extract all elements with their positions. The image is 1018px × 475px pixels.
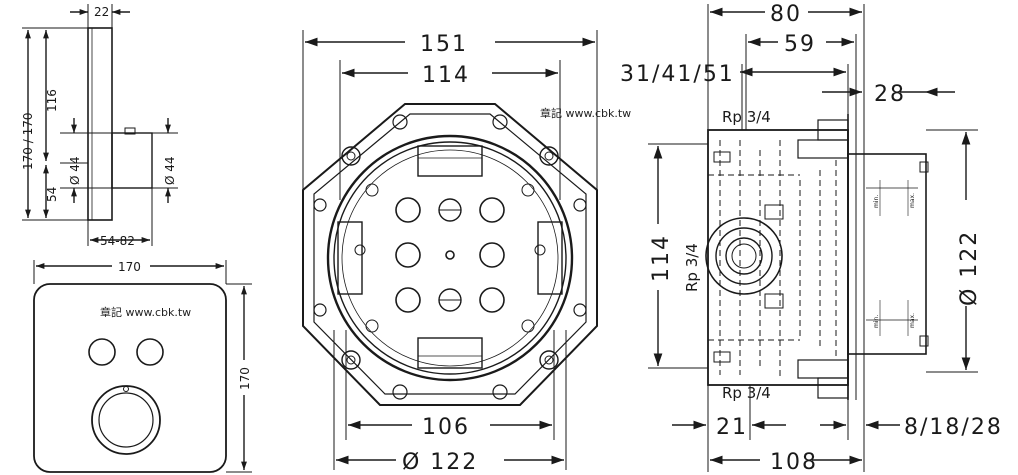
dim-knob-dia-left: Ø 44 bbox=[68, 156, 82, 185]
rp-top: Rp 3/4 bbox=[722, 108, 771, 126]
dim-range-54-82: 54-82 bbox=[100, 234, 135, 248]
left-plate bbox=[337, 221, 363, 295]
dim-108: 108 bbox=[770, 450, 818, 475]
dim-80: 80 bbox=[770, 2, 802, 27]
top-plate bbox=[417, 145, 483, 177]
dim-inner-114: 114 bbox=[422, 63, 470, 88]
control-knob bbox=[91, 385, 161, 455]
max-label-top: max. bbox=[909, 193, 916, 208]
octagon-frame bbox=[302, 103, 598, 406]
button-left bbox=[88, 338, 116, 366]
dim-diameter-122: Ø 122 bbox=[402, 450, 478, 475]
dim-knob-dia-right: Ø 44 bbox=[163, 156, 177, 185]
side-knob bbox=[111, 132, 153, 189]
dim-height-side: 170 / 170 bbox=[21, 113, 35, 170]
dim-outer-151: 151 bbox=[420, 32, 468, 57]
port-left bbox=[705, 217, 783, 295]
right-plate bbox=[537, 221, 563, 295]
rp-mid: Rp 3/4 bbox=[683, 243, 701, 292]
dim-height-170: 170 bbox=[238, 367, 252, 390]
button-right bbox=[136, 338, 164, 366]
cover-plate bbox=[33, 283, 227, 473]
dim-122: Ø 122 bbox=[957, 230, 982, 306]
rp-bottom: Rp 3/4 bbox=[722, 384, 771, 402]
dim-depth-22: 22 bbox=[94, 5, 109, 19]
min-label-bottom: min. bbox=[873, 315, 880, 328]
dim-59: 59 bbox=[784, 32, 816, 57]
bottom-plate bbox=[417, 337, 483, 369]
section-view bbox=[648, 4, 978, 472]
mounting-ring bbox=[326, 134, 574, 382]
side-panel bbox=[87, 27, 113, 221]
dim-bottom-106: 106 bbox=[422, 415, 470, 440]
dim-lower-54: 54 bbox=[45, 187, 59, 202]
front-view bbox=[33, 260, 252, 473]
dim-31-41-51: 31/41/51 bbox=[620, 62, 735, 87]
body-view bbox=[302, 30, 598, 470]
max-label-bottom: max. bbox=[909, 313, 916, 328]
watermark-top: 章記 www.cbk.tw bbox=[540, 106, 631, 120]
dim-8-18-28: 8/18/28 bbox=[904, 415, 1003, 440]
watermark-bottom: 章記 www.cbk.tw bbox=[100, 305, 191, 319]
min-label-top: min. bbox=[873, 195, 880, 208]
dim-width-170: 170 bbox=[118, 260, 141, 274]
dim-114: 114 bbox=[649, 234, 674, 282]
valve-body bbox=[707, 129, 849, 386]
dim-upper-116: 116 bbox=[45, 89, 59, 112]
dim-28: 28 bbox=[874, 82, 906, 107]
side-view bbox=[22, 4, 178, 246]
dim-21: 21 bbox=[716, 415, 748, 440]
